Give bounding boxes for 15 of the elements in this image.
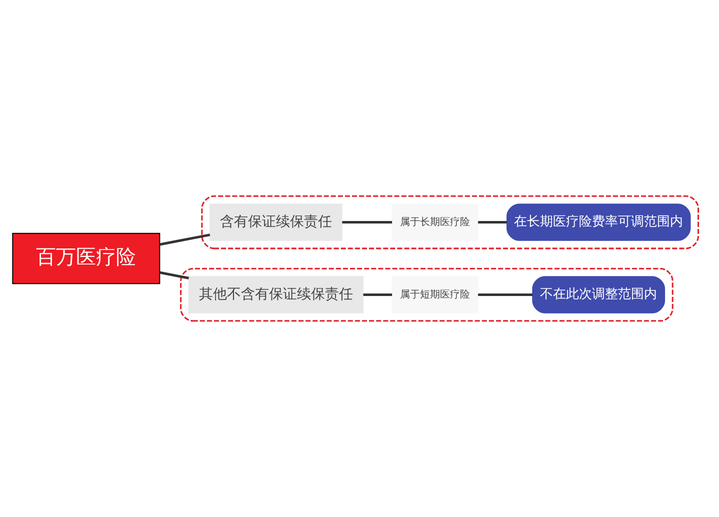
connector bbox=[160, 271, 189, 280]
connector bbox=[342, 221, 392, 224]
node-box: 属于短期医疗险 bbox=[392, 276, 478, 314]
connector bbox=[363, 293, 392, 296]
node-box: 含有保证续保责任 bbox=[210, 204, 342, 241]
node-box: 不在此次调整范围内 bbox=[532, 276, 666, 314]
connector bbox=[478, 293, 533, 296]
cluster bbox=[201, 195, 700, 250]
node-box: 百万医疗险 bbox=[12, 232, 160, 284]
node-box: 属于长期医疗险 bbox=[392, 204, 478, 241]
connector bbox=[160, 234, 210, 246]
cluster bbox=[180, 268, 674, 322]
node-box: 其他不含有保证续保责任 bbox=[188, 276, 364, 314]
node-box: 在长期医疗险费率可调范围内 bbox=[506, 204, 691, 241]
connector bbox=[478, 221, 507, 224]
